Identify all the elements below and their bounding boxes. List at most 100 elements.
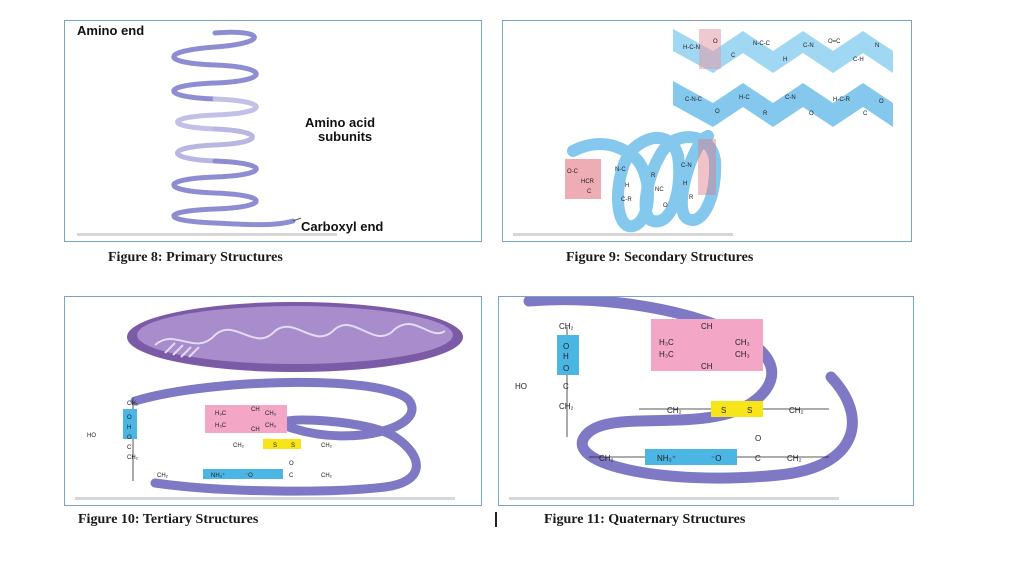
svg-text:H: H [625, 183, 629, 189]
svg-text:CH₃: CH₃ [265, 423, 277, 429]
svg-text:C: C [755, 454, 761, 463]
svg-text:HO: HO [87, 433, 96, 439]
svg-text:N-C-C: N-C-C [753, 41, 771, 47]
copyright-note [509, 497, 839, 500]
svg-text:CH₃: CH₃ [265, 411, 277, 417]
svg-text:O: O [563, 364, 569, 373]
svg-text:H₃C: H₃C [659, 350, 674, 359]
svg-text:H₃C: H₃C [215, 423, 227, 429]
amino-end-label: Amino end [77, 23, 145, 38]
svg-text:S: S [291, 443, 295, 449]
svg-text:O: O [289, 461, 294, 467]
svg-text:CH: CH [701, 362, 713, 371]
svg-text:O: O [713, 39, 718, 45]
svg-text:CH₃: CH₃ [735, 350, 750, 359]
svg-text:CH: CH [701, 322, 713, 331]
svg-text:R: R [689, 195, 694, 201]
svg-text:CH₂: CH₂ [787, 454, 802, 463]
svg-text:C-N: C-N [785, 95, 796, 101]
svg-text:CH₂: CH₂ [321, 443, 333, 449]
figure11-caption: Figure 11: Quaternary Structures [544, 512, 746, 527]
amino-acid-subunits-label-line1: Amino acid [305, 115, 376, 130]
svg-text:CH₂: CH₂ [667, 406, 682, 415]
svg-text:O-C: O-C [567, 169, 579, 175]
primary-structure-chain [171, 29, 302, 228]
svg-text:H-C: H-C [739, 95, 750, 101]
secondary-structure-illustration: H-C-N O C N-C-C H C-N O=C C-H N C-N-C O H-C R C-N… [565, 29, 893, 233]
svg-text:H: H [783, 57, 787, 63]
svg-text:H: H [683, 181, 687, 187]
amino-acid-subunits-label-line2: subunits [318, 129, 373, 144]
beta-sheet: H-C-N O C N-C-C H C-N O=C C-H N C-N-C O H-C R C-N… [673, 29, 893, 127]
figure8-panel: Amino end Amino acid subunits Carboxyl e… [64, 20, 482, 242]
chem-ho: HO [515, 382, 527, 391]
svg-text:C-N-C: C-N-C [685, 97, 703, 103]
svg-text:HCR: HCR [581, 179, 595, 185]
svg-text:O: O [809, 111, 814, 117]
svg-text:H-C-R: H-C-R [833, 97, 851, 103]
copyright-note [513, 233, 733, 236]
svg-text:R: R [763, 111, 768, 117]
svg-text:O: O [663, 203, 668, 209]
svg-text:CH₂: CH₂ [321, 473, 333, 479]
svg-text:CH: CH [251, 427, 260, 433]
svg-text:O: O [755, 434, 761, 443]
svg-text:C: C [587, 189, 592, 195]
chem-ch2-mid: CH₂ [559, 402, 574, 411]
svg-text:O: O [879, 99, 884, 105]
svg-text:NC: NC [655, 187, 664, 193]
svg-text:CH₂: CH₂ [233, 443, 245, 449]
svg-text:N-C: N-C [615, 167, 626, 173]
svg-text:O: O [127, 415, 132, 421]
svg-text:C: C [863, 111, 868, 117]
svg-text:O: O [127, 435, 132, 441]
svg-text:CH₃: CH₃ [735, 338, 750, 347]
svg-text:C: C [563, 382, 569, 391]
svg-text:C-H: C-H [853, 57, 864, 63]
svg-text:N: N [875, 43, 879, 49]
svg-text:C-R: C-R [621, 197, 632, 203]
svg-text:H₃C: H₃C [215, 411, 227, 417]
svg-text:C: C [127, 445, 132, 451]
svg-text:S: S [721, 406, 726, 415]
svg-text:CH₂: CH₂ [599, 454, 614, 463]
svg-text:H: H [127, 425, 131, 431]
svg-text:O=C: O=C [828, 39, 841, 45]
figure9-panel: H-C-N O C N-C-C H C-N O=C C-H N C-N-C O H-C R C-N… [502, 20, 912, 242]
svg-text:O: O [563, 342, 569, 351]
svg-text:NH₃⁺: NH₃⁺ [211, 472, 225, 479]
svg-text:S: S [273, 443, 277, 449]
figure8-caption: Figure 8: Primary Structures [108, 250, 283, 265]
svg-text:⁻O: ⁻O [245, 473, 253, 479]
svg-text:H₃C: H₃C [659, 338, 674, 347]
svg-text:CH₂: CH₂ [127, 455, 139, 461]
folded-protein-blob [127, 302, 463, 372]
svg-text:C: C [731, 53, 736, 59]
svg-text:O: O [715, 109, 720, 115]
svg-text:C-N: C-N [803, 43, 814, 49]
svg-text:C: C [289, 473, 294, 479]
figure9-caption: Figure 9: Secondary Structures [566, 250, 754, 265]
svg-text:S: S [747, 406, 752, 415]
caption-divider [495, 512, 497, 527]
svg-text:C-N: C-N [681, 163, 692, 169]
svg-text:CH: CH [251, 407, 260, 413]
svg-text:CH₂: CH₂ [789, 406, 804, 415]
chem-ch2-top: CH₂ [559, 322, 574, 331]
svg-text:R: R [651, 173, 656, 179]
carboxyl-end-label: Carboxyl end [301, 219, 384, 234]
svg-text:CH₂: CH₂ [157, 473, 169, 479]
copyright-note [75, 497, 455, 500]
svg-text:H-C-N: H-C-N [683, 45, 700, 51]
svg-text:H: H [563, 352, 569, 361]
figure10-caption: Figure 10: Tertiary Structures [78, 512, 259, 527]
svg-text:CH₂: CH₂ [127, 401, 139, 407]
copyright-note [77, 233, 337, 236]
chem-o-minus: ⁻O [711, 454, 721, 463]
chem-nh3: NH₃⁺ [657, 454, 676, 463]
